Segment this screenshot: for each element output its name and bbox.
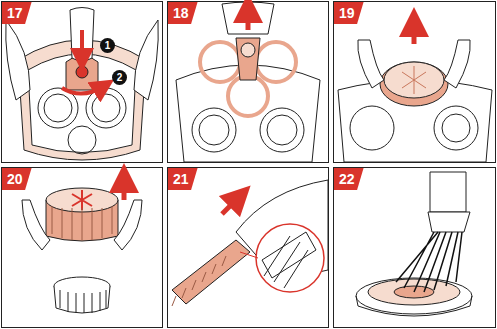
step-number: 19 bbox=[334, 2, 364, 24]
step-number: 22 bbox=[334, 168, 364, 190]
step-number: 20 bbox=[2, 168, 32, 190]
shaver-head-unlock bbox=[6, 8, 159, 161]
step-number: 18 bbox=[168, 2, 198, 24]
retaining-frame-lift bbox=[176, 2, 320, 162]
step-number: 21 bbox=[168, 168, 198, 190]
step-number: 17 bbox=[2, 2, 32, 24]
brush-cleaning bbox=[356, 172, 472, 316]
callout-number: 1 bbox=[100, 38, 115, 53]
callout-number: 2 bbox=[112, 70, 127, 85]
cutter-guard-separate bbox=[22, 178, 142, 313]
cutter-lift bbox=[338, 22, 492, 162]
trimmer-comb-remove bbox=[172, 180, 328, 306]
